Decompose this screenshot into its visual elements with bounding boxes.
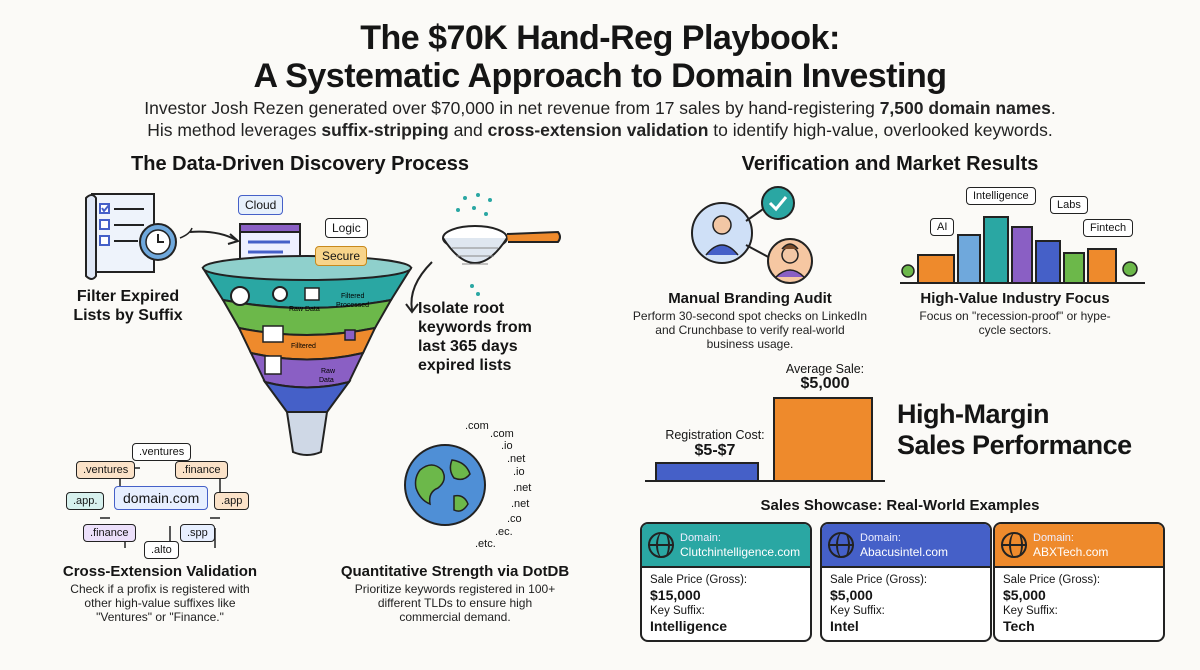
price-label: Sale Price (Gross): <box>830 574 928 586</box>
tag-logic: Logic <box>325 218 368 238</box>
sale-card: Domain: Clutchintelligence.com Sale Pric… <box>640 522 812 642</box>
tag-app-1: .app. <box>66 492 105 510</box>
tld-item: .co <box>507 513 522 525</box>
discovery-heading: The Data-Driven Discovery Process <box>131 153 469 175</box>
bar-average-sale <box>773 397 873 480</box>
document-list-icon <box>85 193 193 280</box>
city-skyline-icon <box>900 216 1145 284</box>
chart-baseline <box>645 480 885 482</box>
avg-sale-value: $5,000 <box>800 375 850 392</box>
sale-card-header: Domain: Clutchintelligence.com <box>642 524 810 568</box>
domain-name: ABXTech.com <box>1033 544 1109 559</box>
tag-spp: .spp <box>180 524 215 542</box>
sale-card: Domain: Abacusintel.com Sale Price (Gros… <box>820 522 992 642</box>
bar-registration-cost <box>655 462 759 480</box>
avg-sale-label: Average Sale: <box>785 362 865 376</box>
subtitle-line-1: Investor Josh Rezen generated over $70,0… <box>144 98 1056 118</box>
tld-item: .com <box>490 428 514 440</box>
domain-center: domain.com <box>114 486 209 510</box>
sale-card-header: Domain: ABXTech.com <box>995 524 1163 568</box>
tld-item: .net <box>513 482 532 494</box>
price-value: $5,000 <box>830 587 873 603</box>
suffix-label: Key Suffix: <box>650 605 705 617</box>
domain-label: Domain: <box>680 531 721 544</box>
tag-ventures-2: .ventures <box>76 461 136 479</box>
audit-desc: Perform 30-second spot checks on LinkedI… <box>632 309 868 351</box>
domain-name: Clutchintelligence.com <box>680 544 801 559</box>
tld-list: .com .com .io .net .io .net .net .co .ec… <box>435 420 565 550</box>
tag-fintech: Fintech <box>1083 219 1134 237</box>
funnel-label-raw-data: Raw Data <box>289 306 320 313</box>
suffix-label: Key Suffix: <box>830 605 885 617</box>
showcase-heading: Sales Showcase: Real-World Examples <box>760 497 1040 514</box>
globe-icon <box>404 444 486 526</box>
tag-finance-2: .finance <box>83 524 136 542</box>
tld-item: .net <box>511 498 530 510</box>
domain-label: Domain: <box>1033 531 1074 544</box>
domain-name: Abacusintel.com <box>860 544 949 559</box>
branding-audit-icon <box>691 186 813 284</box>
sale-card: Domain: ABXTech.com Sale Price (Gross): … <box>993 522 1165 642</box>
tag-secure: Secure <box>315 246 368 266</box>
sale-card-header: Domain: Abacusintel.com <box>822 524 990 568</box>
quant-title: Quantitative Strength via DotDB <box>340 563 570 580</box>
price-value: $5,000 <box>1003 587 1046 603</box>
tld-item: .etc. <box>475 538 496 550</box>
sieve-icon <box>442 193 561 296</box>
filter-label: Filter Expired Lists by Suffix <box>73 288 183 324</box>
globe-icon <box>648 532 674 558</box>
verification-heading: Verification and Market Results <box>741 153 1039 175</box>
isolate-label: Isolate root keywords from last 365 days… <box>418 300 532 374</box>
globe-icon <box>828 532 854 558</box>
suffix-value: Intelligence <box>650 618 728 634</box>
tag-intelligence: Intelligence <box>966 187 1036 205</box>
suffix-label: Key Suffix: <box>1003 605 1058 617</box>
arrow-icon <box>189 230 241 245</box>
subtitle-line-2: His method leverages suffix-stripping an… <box>147 120 1053 140</box>
suffix-value: Tech <box>1003 618 1035 634</box>
tag-cloud: Cloud <box>238 195 284 215</box>
globe-icon <box>1001 532 1027 558</box>
industry-desc: Focus on "recession-proof" or hype- cycl… <box>919 309 1111 337</box>
price-label: Sale Price (Gross): <box>1003 574 1101 586</box>
tag-app-2: .app <box>214 492 250 510</box>
quant-desc: Prioritize keywords registered in 100+ d… <box>354 582 556 624</box>
tld-item: .com <box>465 420 489 432</box>
domain-label: Domain: <box>860 531 901 544</box>
reg-cost-value: $5-$7 <box>694 442 736 459</box>
margin-title: High-Margin Sales Performance <box>897 399 1132 460</box>
tag-ai: AI <box>930 218 955 236</box>
tld-item: .io <box>501 440 513 452</box>
tag-labs: Labs <box>1050 196 1088 214</box>
industry-title: High-Value Industry Focus <box>920 290 1110 307</box>
cross-extension-desc: Check if a profix is registered with oth… <box>70 582 250 624</box>
price-value: $15,000 <box>650 587 701 603</box>
funnel-label-filtered: Filltered <box>291 343 316 350</box>
tld-item: .ec. <box>495 526 513 538</box>
cross-extension-title: Cross-Extension Validation <box>62 563 258 580</box>
curved-arrow-icon <box>405 261 433 314</box>
title-line-1: The $70K Hand-Reg Playbook: <box>360 19 840 57</box>
tag-finance-1: .finance <box>175 461 228 479</box>
tag-ventures-1: .ventures <box>132 443 192 461</box>
tag-alto: .alto <box>144 541 179 559</box>
title-line-2: A Systematic Approach to Domain Investin… <box>253 57 947 95</box>
audit-title: Manual Branding Audit <box>668 290 832 307</box>
tld-item: .io <box>513 466 525 478</box>
suffix-value: Intel <box>830 618 859 634</box>
tld-item: .net <box>507 453 526 465</box>
price-label: Sale Price (Gross): <box>650 574 748 586</box>
reg-cost-label: Registration Cost: <box>665 428 765 442</box>
